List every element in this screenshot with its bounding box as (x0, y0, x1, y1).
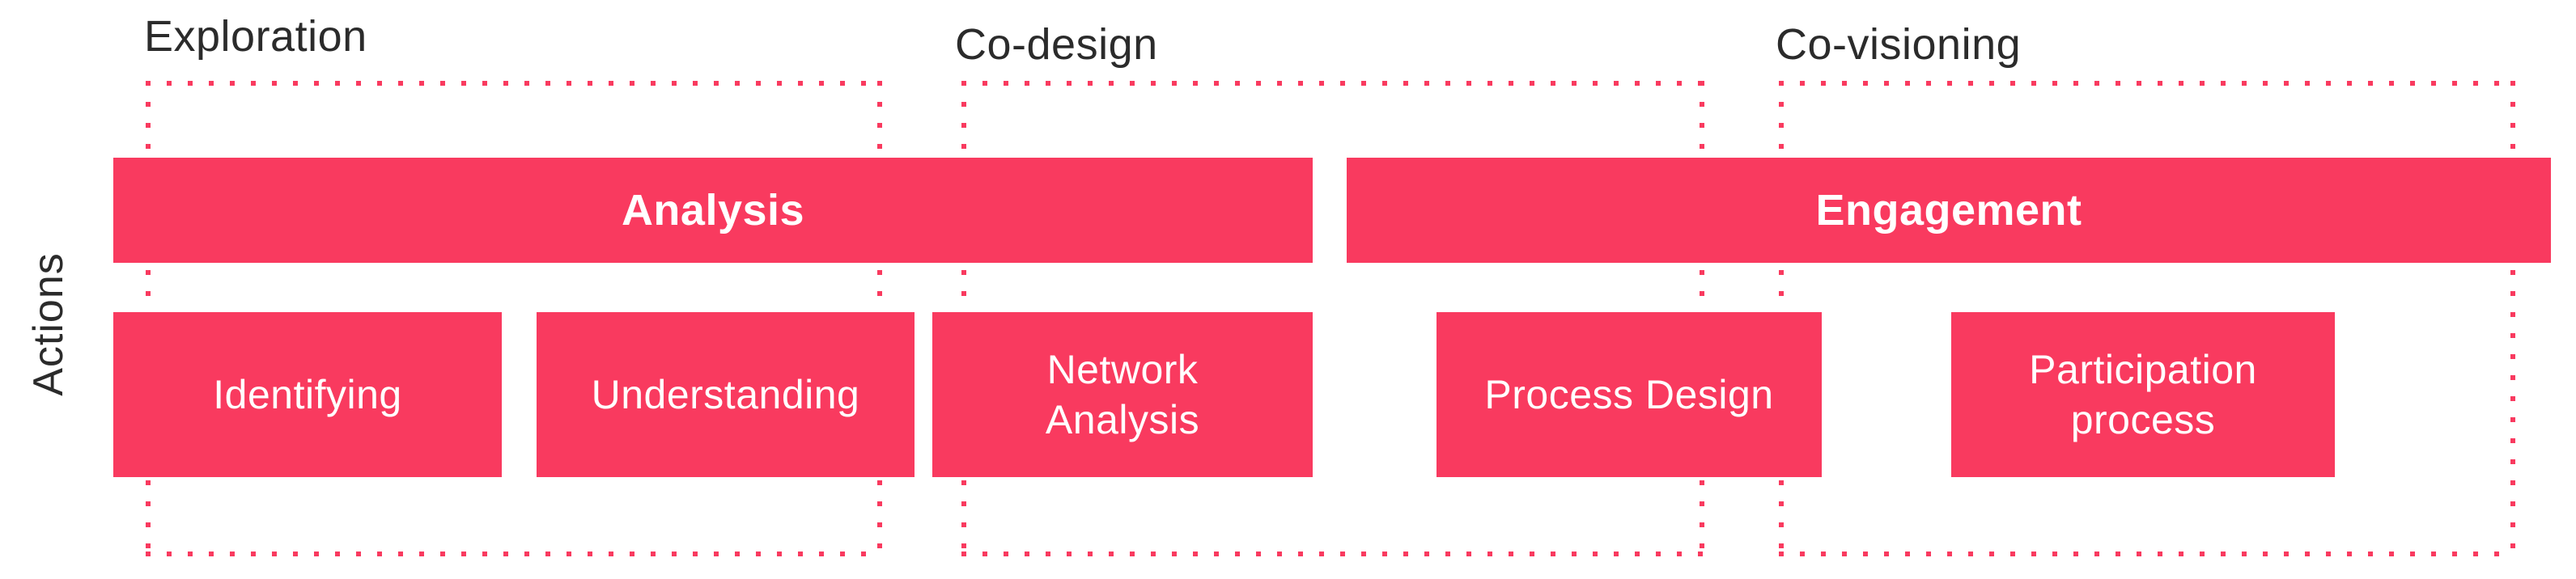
action-box-process-design: Process Design (1437, 312, 1822, 477)
action-box-identifying: Identifying (113, 312, 502, 477)
phase-title-co-visioning: Co-visioning (1776, 20, 2022, 69)
analysis-bar: Analysis (113, 158, 1313, 263)
engagement-bar: Engagement (1347, 158, 2551, 263)
action-box-process-design-label: Process Design (1484, 371, 1774, 417)
action-box-identifying-label: Identifying (213, 371, 402, 417)
phase-title-co-design: Co-design (955, 20, 1158, 69)
action-box-network-analysis-label: Network Analysis (1045, 346, 1200, 443)
action-box-participation-process: Participation process (1951, 312, 2335, 477)
action-box-network-analysis: Network Analysis (932, 312, 1313, 477)
action-box-understanding: Understanding (537, 312, 915, 477)
action-box-understanding-label: Understanding (591, 371, 860, 417)
engagement-bar-label: Engagement (1815, 186, 2082, 235)
action-box-participation-process-label: Participation process (2029, 346, 2257, 443)
actions-axis-label: Actions (25, 252, 72, 396)
analysis-bar-label: Analysis (621, 186, 805, 235)
phase-title-exploration: Exploration (144, 12, 367, 61)
